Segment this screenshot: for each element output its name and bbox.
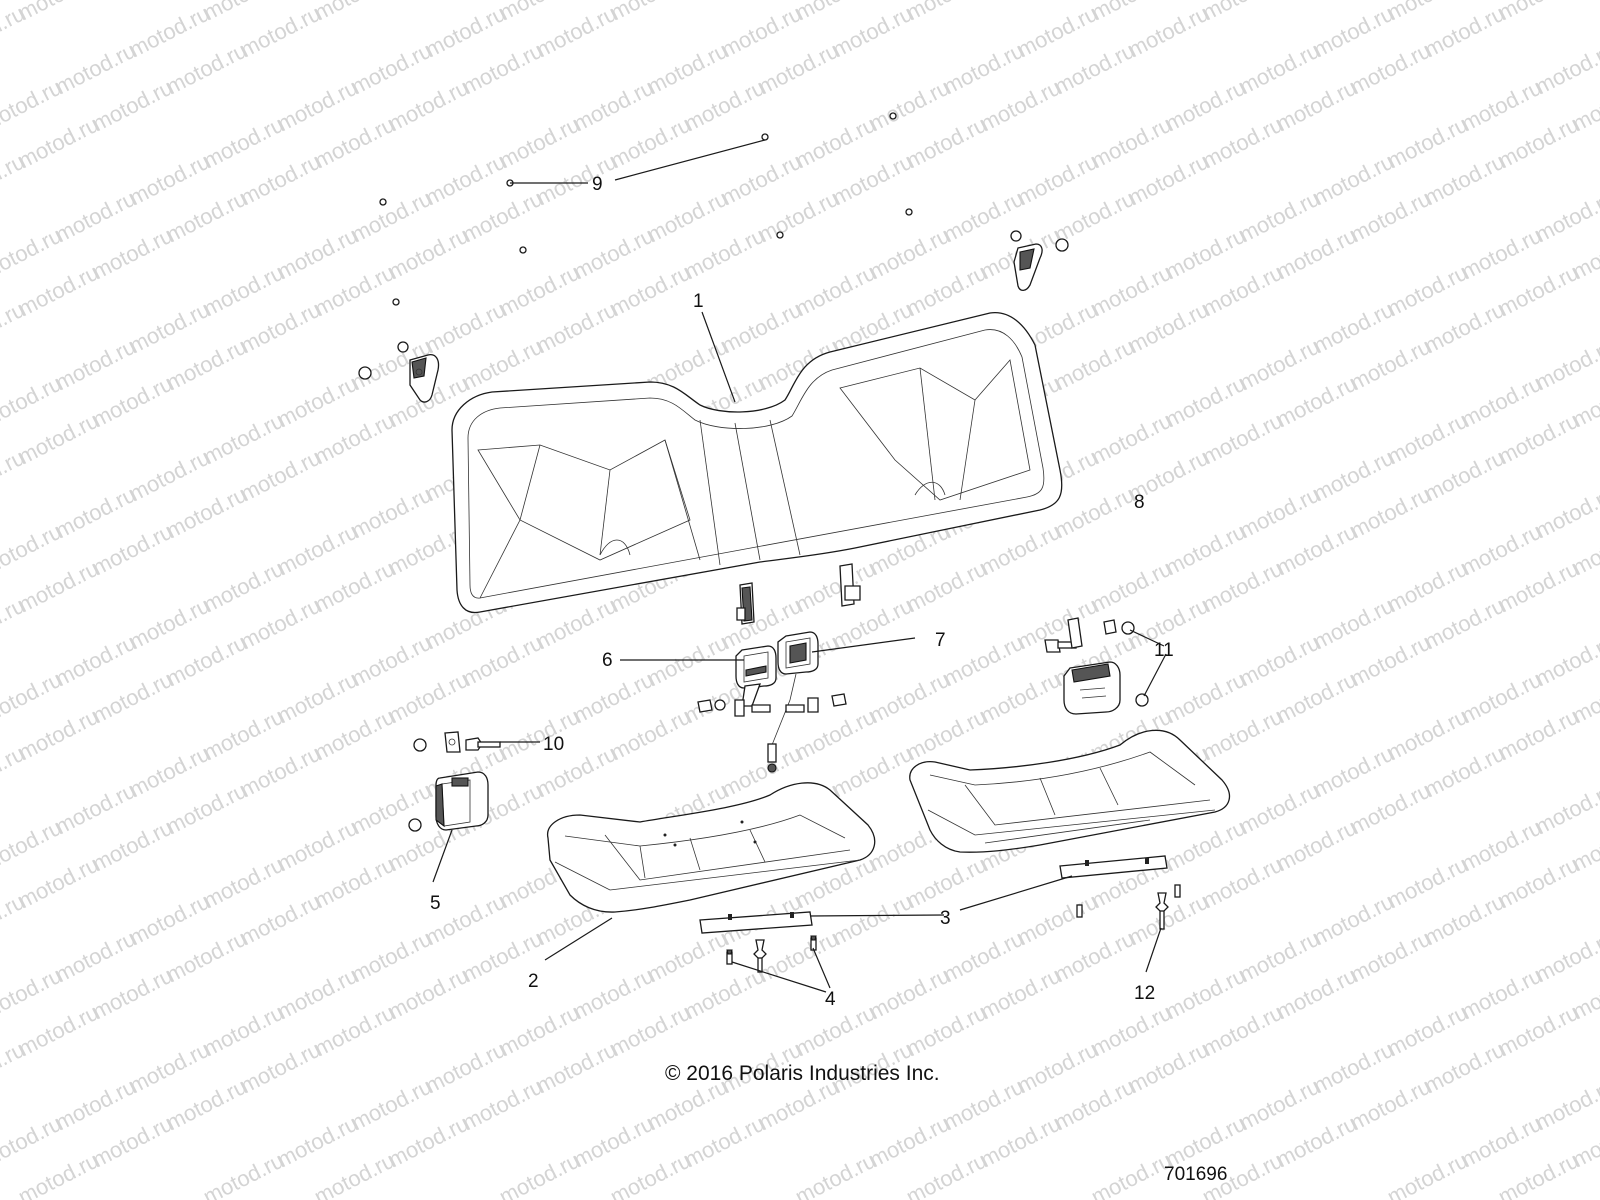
fasteners-bottom-right	[1076, 884, 1181, 930]
fasteners-bottom-left	[726, 935, 817, 973]
upper-hardware	[358, 112, 1069, 380]
callout-5: 5	[430, 893, 441, 914]
mount-bracket-left	[699, 911, 813, 934]
callout-labels: 1 2 3 4 5 6 7 8 9 10 11 12	[430, 174, 1174, 1010]
backrest-anchor-clips	[736, 563, 861, 625]
callout-9: 9	[592, 174, 603, 195]
callout-11: 11	[1154, 640, 1174, 661]
mount-bracket-right	[1059, 855, 1168, 879]
backrest-hinge-bracket-left	[397, 341, 440, 403]
seatbelt-retractor-left	[408, 731, 501, 832]
seatbelt-buckle-7	[767, 631, 819, 773]
buckle-hardware	[697, 693, 847, 717]
document-number: 701696	[1164, 1164, 1227, 1185]
seatbelt-buckle-6	[735, 645, 777, 707]
copyright-notice: © 2016 Polaris Industries Inc.	[665, 1062, 940, 1085]
callout-2: 2	[528, 971, 539, 992]
backrest-hinge-bracket-right	[1010, 230, 1043, 292]
callout-7: 7	[935, 630, 946, 651]
callout-6: 6	[602, 650, 613, 671]
callout-8: 8	[1134, 492, 1145, 513]
seat-bottom-right	[909, 729, 1231, 853]
callout-12: 12	[1134, 983, 1155, 1004]
callout-4: 4	[825, 989, 836, 1010]
seat-bottom-left	[547, 782, 876, 913]
seat-backrest	[451, 312, 1063, 614]
callout-10: 10	[543, 734, 564, 755]
seatbelt-retractor-right	[1044, 617, 1149, 715]
callout-3: 3	[940, 908, 951, 929]
leader-lines	[432, 139, 1167, 993]
callout-1: 1	[693, 291, 704, 312]
